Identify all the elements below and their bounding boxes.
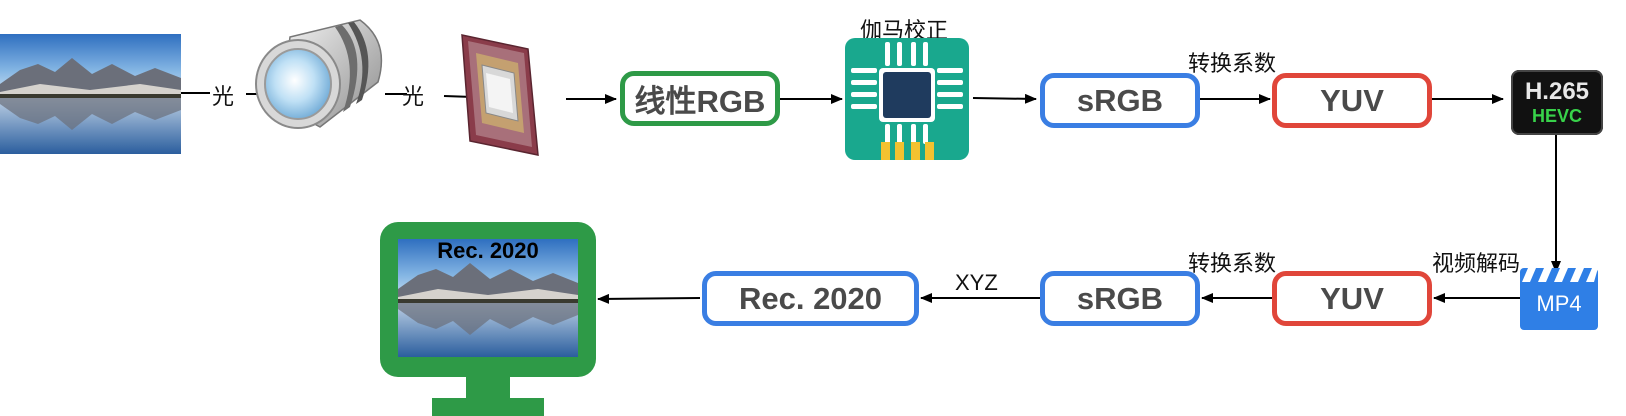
yuv-box-top: YUV bbox=[1272, 73, 1432, 128]
yuv-top-label: YUV bbox=[1320, 82, 1384, 118]
image-sensor-icon bbox=[461, 34, 539, 156]
yuv-box-bottom: YUV bbox=[1272, 271, 1432, 326]
linear-rgb-box: 线性RGB bbox=[620, 71, 780, 126]
rec2020-label: Rec. 2020 bbox=[738, 280, 883, 316]
clapper-stripes bbox=[1522, 268, 1598, 282]
rec2020-box: Rec. 2020 bbox=[702, 271, 919, 326]
monitor-base bbox=[432, 398, 544, 416]
label-conversion-coefficient-top: 转换系数 bbox=[1188, 52, 1277, 77]
label-light-1: 光 bbox=[212, 85, 235, 110]
processor-chip-icon bbox=[845, 38, 969, 160]
monitor-neck bbox=[466, 377, 510, 401]
arrow-rec2020-monitor bbox=[597, 293, 701, 304]
h265-hevc-icon: H.265 HEVC bbox=[1511, 70, 1603, 135]
yuv-bottom-label: YUV bbox=[1320, 280, 1384, 316]
label-conversion-coefficient-bottom: 转换系数 bbox=[1188, 252, 1277, 277]
srgb-top-label: sRGB bbox=[1076, 82, 1164, 118]
camera-lens-icon bbox=[255, 19, 383, 129]
srgb-box-top: sRGB bbox=[1040, 73, 1200, 128]
label-light-2: 光 bbox=[402, 85, 425, 110]
label-xyz: XYZ bbox=[955, 270, 998, 295]
landscape-photo-icon bbox=[0, 34, 181, 154]
monitor-screen-landscape bbox=[398, 239, 578, 357]
srgb-box-bottom: sRGB bbox=[1040, 271, 1200, 326]
linear-rgb-label: 线性RGB bbox=[634, 84, 766, 119]
hevc-label: HEVC bbox=[1531, 105, 1582, 126]
label-video-decode: 视频解码 bbox=[1432, 252, 1521, 277]
h265-label: H.265 bbox=[1524, 77, 1590, 105]
mp4-label: MP4 bbox=[1536, 291, 1582, 316]
srgb-bottom-label: sRGB bbox=[1076, 280, 1164, 316]
arrow-chip-srgb bbox=[972, 93, 1037, 104]
monitor-icon: Rec. 2020 bbox=[380, 222, 596, 416]
monitor-caption: Rec. 2020 bbox=[437, 238, 539, 263]
mp4-file-icon: MP4 bbox=[1520, 268, 1598, 330]
